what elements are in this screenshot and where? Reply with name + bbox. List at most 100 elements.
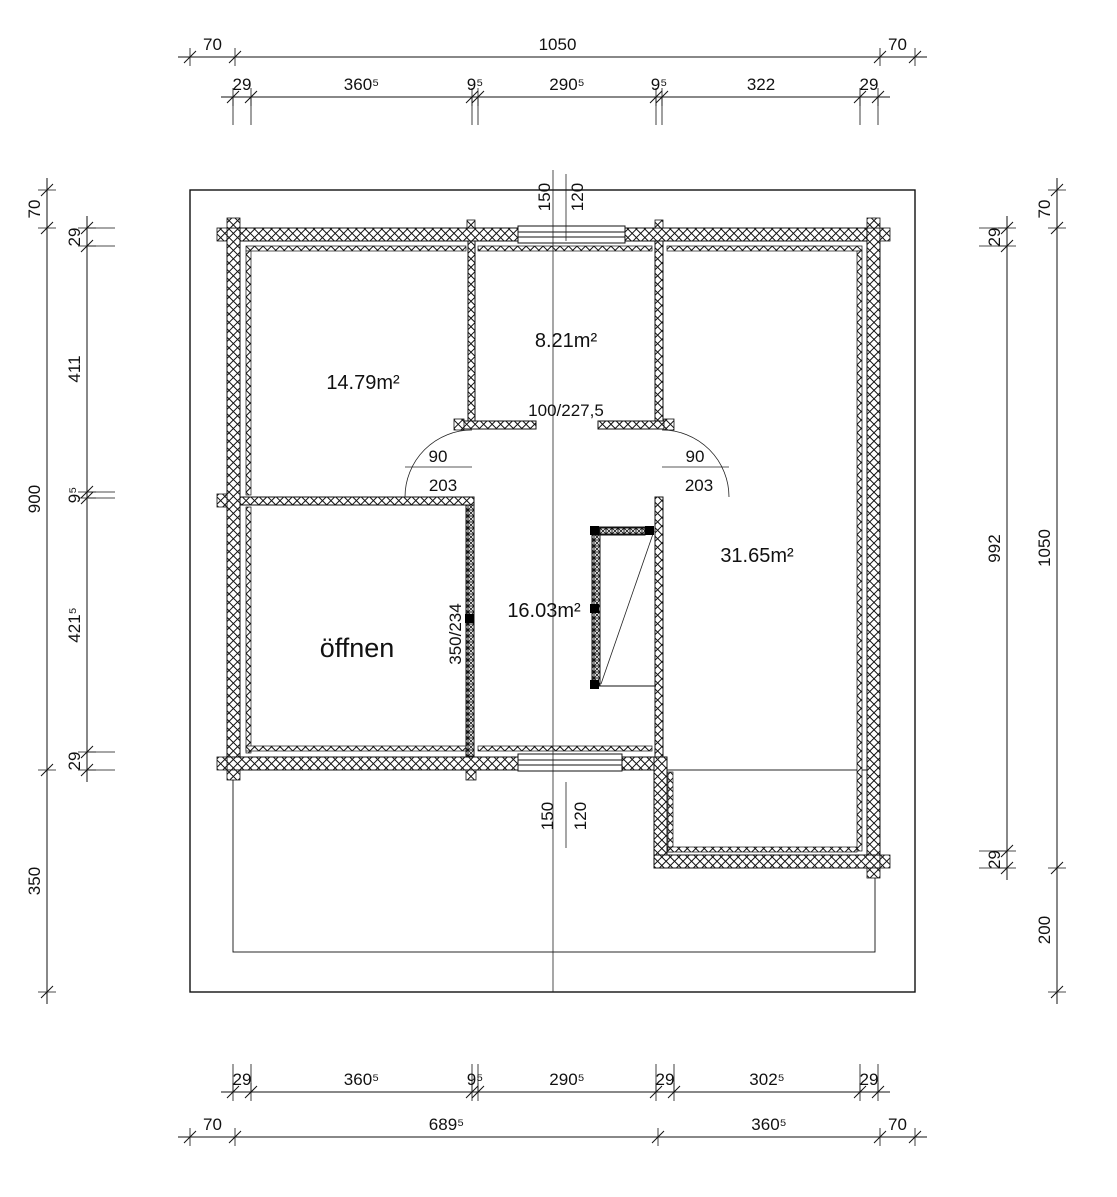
dim-label: 322 [747, 75, 775, 94]
dim-label: 302⁵ [749, 1070, 784, 1089]
door-width-label: 90 [429, 447, 448, 466]
lining [245, 245, 467, 252]
dim-label: 70 [1035, 200, 1054, 219]
wall-opening-label: 350/234 [446, 603, 465, 664]
dim-label: 70 [203, 35, 222, 54]
lining [477, 245, 653, 252]
dim-label: 9⁵ [651, 75, 668, 94]
railing-post [590, 680, 599, 689]
dim-label: 29 [860, 1070, 879, 1089]
room-area-label: 8.21m² [535, 330, 598, 352]
post [879, 854, 891, 869]
post [216, 493, 228, 508]
dim-label: 29 [985, 228, 1004, 247]
dim-label: 70 [25, 200, 44, 219]
dim-label: 290⁵ [549, 1070, 584, 1089]
dim-label: 29 [233, 1070, 252, 1089]
wall-passage-right [597, 420, 665, 430]
post [663, 418, 675, 431]
annotations: 14.79m² 8.21m² 31.65m² 16.03m² öffnen 10… [320, 183, 794, 830]
dim-label: 70 [888, 1115, 907, 1134]
wall-passage-left [459, 420, 537, 430]
wall-linings [245, 245, 863, 853]
wall-int-left-vertical [467, 240, 476, 422]
dim-label: 360⁵ [751, 1115, 786, 1134]
dim-chain-right-inner: 29 992 29 [979, 216, 1016, 880]
railing-post [590, 604, 599, 613]
post [466, 219, 476, 229]
dim-label: 29 [985, 850, 1004, 869]
railing-post [590, 526, 599, 535]
door-width-label: 90 [686, 447, 705, 466]
room-area-label: 16.03m² [507, 600, 581, 622]
dim-label: 360⁵ [344, 1070, 379, 1089]
wall-int-right-vertical-top [654, 240, 664, 422]
window-frame [517, 225, 626, 244]
post [866, 867, 881, 879]
dim-label: 29 [233, 75, 252, 94]
dim-label: 29 [65, 752, 84, 771]
interior-walls [239, 240, 665, 758]
window-top [517, 225, 626, 244]
stair-opening [590, 526, 656, 689]
dim-label: 992 [985, 534, 1004, 562]
window-frame [517, 753, 623, 772]
room-area-label: 31.65m² [720, 545, 794, 567]
corner-posts [216, 217, 891, 879]
wall-left [226, 227, 241, 771]
dim-label: 421⁵ [65, 607, 84, 642]
window-bottom [517, 753, 623, 772]
opening-wall-post [465, 614, 474, 623]
dim-label: 29 [65, 228, 84, 247]
dim-label: 1050 [1035, 529, 1054, 567]
room-area-label: 14.79m² [326, 372, 400, 394]
dim-label: 360⁵ [344, 75, 379, 94]
dim-label: 29 [860, 75, 879, 94]
dim-chain-bottom-inner: 29 360⁵ 9⁵ 290⁵ 29 302⁵ 29 [221, 1064, 890, 1101]
dim-label: 900 [25, 485, 44, 513]
railing-top [598, 526, 646, 536]
railing-post [645, 526, 654, 535]
lining [245, 506, 252, 754]
opening-wall-350-234 [465, 504, 475, 758]
dim-label: 70 [888, 35, 907, 54]
lining [666, 245, 863, 252]
wall-bottom-right [653, 854, 881, 869]
dim-label: 29 [656, 1070, 675, 1089]
window-height-label: 120 [568, 183, 587, 211]
dim-label: 200 [1035, 916, 1054, 944]
post [654, 219, 664, 229]
post [879, 227, 891, 242]
post [216, 756, 228, 771]
window-width-label: 150 [538, 802, 557, 830]
dim-label: 350 [25, 867, 44, 895]
lining [245, 745, 467, 752]
dim-label: 411 [65, 355, 84, 382]
wall-connector [653, 756, 668, 869]
dim-label: 70 [203, 1115, 222, 1134]
post [465, 769, 477, 781]
post [216, 227, 228, 242]
post [453, 418, 465, 431]
post [226, 769, 241, 781]
wall-int-right-vertical-bottom [654, 496, 664, 758]
door-height-label: 203 [429, 476, 457, 495]
post [866, 217, 881, 229]
dim-label: 9⁵ [467, 75, 484, 94]
open-label: öffnen [320, 633, 395, 663]
lining [667, 846, 858, 853]
dim-label: 9⁵ [467, 1070, 484, 1089]
door-swing-arc [404, 429, 473, 498]
door-right [661, 429, 730, 498]
door-height-label: 203 [685, 476, 713, 495]
post [226, 217, 241, 229]
dim-chain-left-outer: 70 900 350 [25, 178, 56, 1004]
stair-diagonal [600, 530, 655, 685]
